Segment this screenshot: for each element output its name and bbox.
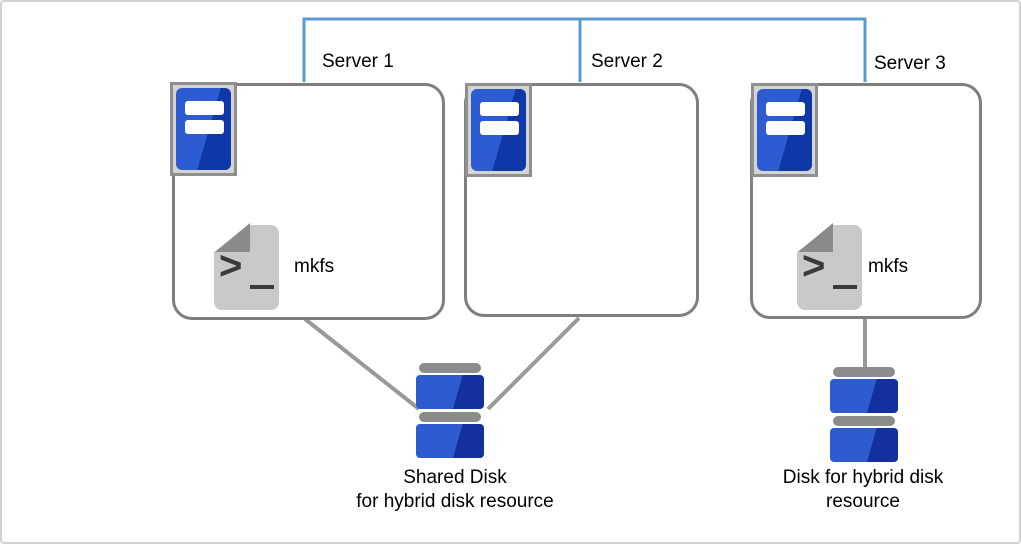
shared-disk-label-line1: Shared Disk [403,467,507,488]
prompt-glyph: > [802,244,826,288]
server3-mkfs-label: mkfs [868,256,909,277]
disk-cap [833,367,895,377]
cursor-underscore [250,285,274,289]
prompt-glyph: > [219,244,243,288]
shared-disk-label-line2: for hybrid disk resource [356,491,554,512]
server-tower-icon [465,83,532,177]
shared-disk-icon [416,363,484,458]
shared-disk-label: Shared Disk for hybrid disk resource [290,466,620,514]
server2-box [464,83,699,317]
disk-cap [419,412,481,422]
disk-cap [419,363,481,373]
hybrid-disk-label: Disk for hybrid disk resource [723,466,1003,514]
server-slot-bar [480,102,519,116]
disk-unit [416,412,484,458]
hybrid-disk-label-line1: Disk for hybrid disk [782,467,944,488]
disk-body [416,375,484,409]
server-slot-bar [480,121,519,135]
shell-script-icon: > [796,223,862,310]
server-slot-bar [185,101,224,115]
server-tower-body [471,89,526,171]
server-slot-bar [185,120,224,134]
server-tower-icon [170,82,237,176]
server3-label: Server 3 [874,53,946,74]
hybrid-disk-label-line2: resource [826,491,900,512]
server2-label: Server 2 [591,51,663,72]
disk-cap [833,416,895,426]
disk-body [830,379,898,413]
server1-to-shared-disk-line [303,317,421,411]
server1-label: Server 1 [322,51,394,72]
server-tower-icon [751,83,818,177]
disk-unit [830,367,898,413]
hybrid-disk-icon [830,367,898,462]
server2-to-shared-disk-line [486,316,581,411]
disk-body [830,428,898,462]
cursor-underscore [833,285,857,289]
server-slot-bar [766,121,805,135]
shell-script-icon: > [213,223,279,310]
server-tower-body [757,89,812,171]
disk-body [416,424,484,458]
disk-unit [830,416,898,462]
server-slot-bar [766,102,805,116]
disk-unit [416,363,484,409]
interconnect-line [302,17,867,82]
server1-mkfs-label: mkfs [294,256,335,277]
server-tower-body [176,88,231,170]
